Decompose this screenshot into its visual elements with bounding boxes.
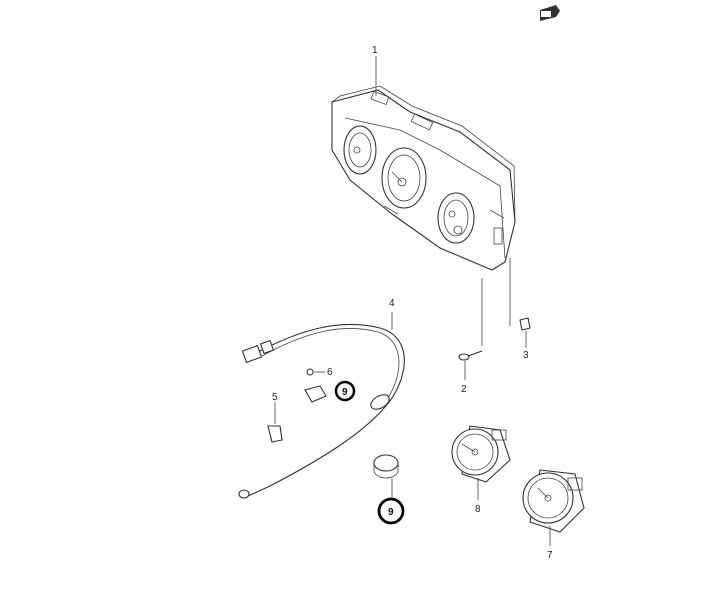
callout-9-lower: 9 [388, 507, 394, 518]
instrument-cluster [331, 85, 516, 271]
callout-4: 4 [389, 298, 395, 309]
gauge-part-8 [451, 425, 511, 500]
callout-7: 7 [547, 550, 553, 561]
callout-1: 1 [372, 45, 378, 56]
screw-part [458, 350, 483, 380]
grommet-part [373, 454, 399, 500]
callout-9-upper: 9 [342, 387, 348, 398]
bracket-part [267, 402, 283, 443]
callout-2: 2 [461, 384, 467, 395]
direction-arrow-icon [540, 5, 560, 21]
callout-5: 5 [272, 392, 278, 403]
cable-clamp-part [304, 385, 327, 403]
highlight-circle-9-lower [377, 497, 405, 525]
small-screw-part [306, 368, 325, 376]
gauge-part-7 [522, 469, 585, 546]
callout-6: 6 [327, 367, 333, 378]
callout-8: 8 [475, 504, 481, 515]
clip-part [519, 317, 531, 348]
highlight-circle-9-upper [334, 380, 356, 402]
speedometer-cable [238, 323, 405, 499]
callout-3: 3 [523, 350, 529, 361]
